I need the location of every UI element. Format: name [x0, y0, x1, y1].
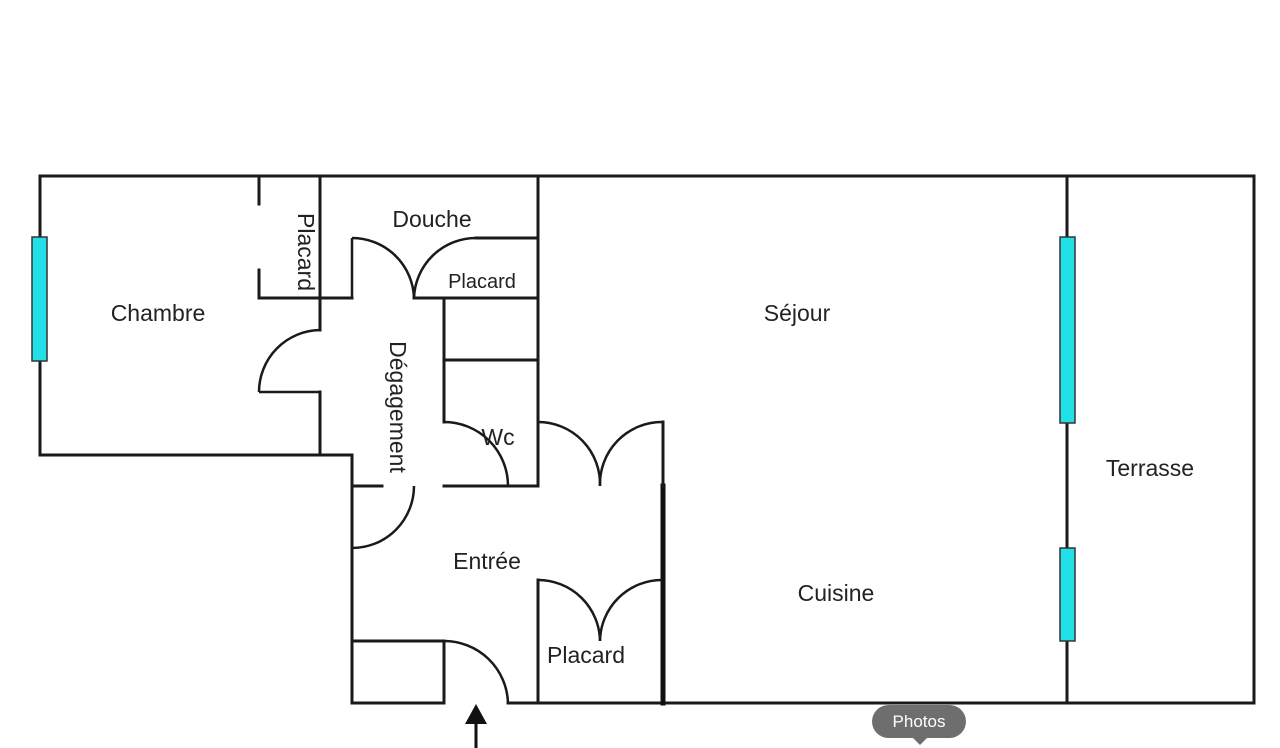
window-cuisine [1059, 547, 1076, 642]
label-degagement: Dégagement [385, 341, 411, 473]
label-chambre: Chambre [111, 300, 206, 326]
room-labels: Chambre Placard Douche Placard Dégagemen… [111, 206, 1194, 668]
label-placard-entree: Placard [547, 642, 625, 668]
label-entree: Entrée [453, 548, 521, 574]
label-wc: Wc [481, 424, 514, 450]
label-sejour: Séjour [764, 300, 831, 326]
windows [31, 236, 1076, 642]
label-placard-douche: Placard [448, 271, 516, 293]
entrance-arrow-icon [465, 704, 487, 748]
window-sejour [1059, 236, 1076, 424]
label-douche: Douche [392, 206, 471, 232]
label-placard-chambre: Placard [293, 213, 319, 291]
doors [257, 236, 663, 704]
label-terrasse: Terrasse [1106, 455, 1194, 481]
photos-button[interactable]: Photos [872, 705, 966, 745]
label-cuisine: Cuisine [798, 580, 875, 606]
photos-button-label: Photos [892, 711, 946, 731]
window-chambre [31, 236, 48, 362]
